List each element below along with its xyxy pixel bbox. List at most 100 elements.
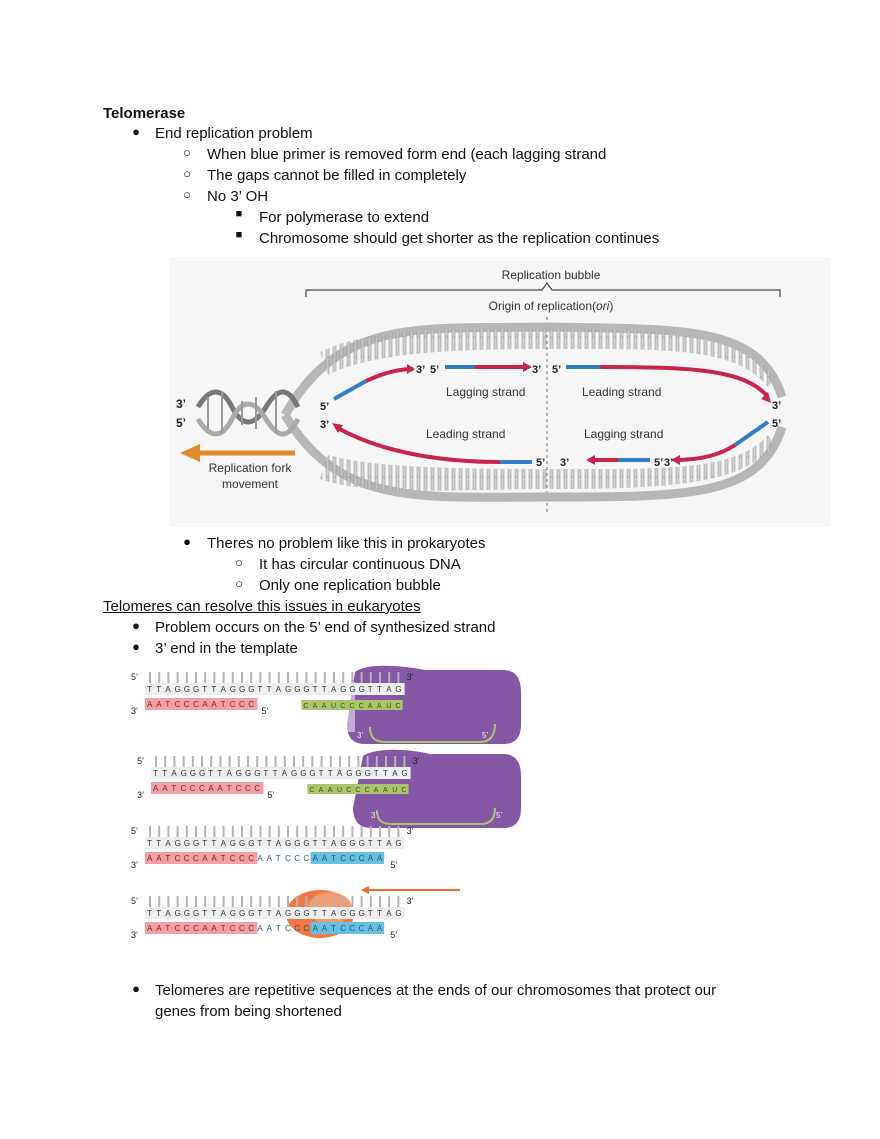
- svg-text:5’: 5’: [320, 401, 329, 413]
- base-letter: T: [147, 839, 152, 848]
- prime-label: 5’: [131, 672, 138, 682]
- fork-label-2: movement: [222, 477, 279, 491]
- base-letter: A: [208, 784, 214, 793]
- base-letter: T: [257, 839, 262, 848]
- top-strand: [145, 907, 405, 919]
- rna-primer: [310, 852, 385, 864]
- base-letter: C: [193, 700, 199, 709]
- base-letter: U: [392, 787, 397, 794]
- base-letter: G: [239, 685, 245, 694]
- base-letter: C: [349, 703, 354, 710]
- top-strand: [145, 683, 405, 695]
- enzyme-prime-label: 3’: [357, 731, 363, 740]
- base-letter: C: [359, 924, 365, 933]
- base-letter: T: [171, 784, 176, 793]
- base-letter: G: [239, 909, 245, 918]
- base-letter: G: [294, 685, 300, 694]
- base-letter: T: [267, 685, 272, 694]
- base-letter: G: [239, 839, 245, 848]
- base-letter: T: [221, 854, 226, 863]
- base-letter: C: [349, 924, 355, 933]
- bullet-for-polymerase: For polymerase to extend: [259, 209, 430, 226]
- base-letter: C: [184, 924, 190, 933]
- base-letter: A: [282, 769, 288, 778]
- bullet-square: ■: [235, 229, 243, 241]
- base-letter: C: [248, 700, 254, 709]
- base-letter: G: [340, 685, 346, 694]
- prime-label: 3’: [407, 896, 414, 906]
- base-letter: G: [181, 769, 187, 778]
- subheading: Telomeres can resolve this issues in euk…: [103, 598, 421, 615]
- base-letter: T: [147, 909, 152, 918]
- base-letter: G: [395, 839, 401, 848]
- base-letter: A: [217, 784, 223, 793]
- svg-text:3’: 3’: [176, 397, 186, 411]
- base-letter: G: [230, 909, 236, 918]
- base-letter: A: [276, 685, 282, 694]
- base-letter: A: [322, 854, 328, 863]
- base-letter: C: [359, 703, 364, 710]
- base-letter: T: [276, 854, 281, 863]
- base-letter: C: [230, 700, 236, 709]
- prime-label: 5’: [131, 826, 138, 836]
- svg-text:5’: 5’: [536, 457, 545, 469]
- base-letter: T: [331, 924, 336, 933]
- bullet-circle: ○: [183, 145, 191, 160]
- base-letter: G: [349, 839, 355, 848]
- base-letter: C: [254, 784, 260, 793]
- svg-text:3’: 3’: [532, 364, 541, 376]
- base-letter: G: [193, 909, 199, 918]
- base-letter: G: [401, 769, 407, 778]
- prime-label: 5’: [261, 706, 268, 716]
- bullet-shorter: Chromosome should get shorter as the rep…: [259, 230, 660, 247]
- prime-label: 5’: [131, 896, 138, 906]
- base-letter: A: [331, 909, 337, 918]
- base-letter: C: [184, 700, 190, 709]
- base-letter: T: [331, 854, 336, 863]
- base-letter: T: [156, 685, 161, 694]
- base-letter: T: [377, 909, 382, 918]
- base-letter: T: [267, 909, 272, 918]
- base-letter: T: [377, 685, 382, 694]
- base-letter: C: [199, 784, 205, 793]
- base-letter: T: [313, 839, 318, 848]
- base-letter: A: [331, 685, 337, 694]
- base-letter: T: [202, 839, 207, 848]
- base-letter: G: [199, 769, 205, 778]
- base-letter: A: [392, 769, 398, 778]
- prime-label: 5’: [390, 860, 397, 870]
- base-letter: C: [395, 703, 400, 710]
- base-letter: T: [267, 839, 272, 848]
- bullet-one-bubble: Only one replication bubble: [259, 577, 441, 594]
- newly-synthesized-strand: [145, 922, 258, 934]
- base-letter: G: [395, 909, 401, 918]
- base-letter: T: [156, 909, 161, 918]
- bullet-circle: ○: [235, 576, 243, 591]
- base-letter: T: [377, 839, 382, 848]
- base-letter: A: [257, 854, 263, 863]
- base-letter: G: [303, 685, 309, 694]
- base-letter: T: [257, 909, 262, 918]
- svg-text:5’: 5’: [430, 364, 439, 376]
- bullet-dot: ●: [132, 124, 140, 139]
- bullet-no-oh: No 3’ OH: [207, 188, 269, 205]
- base-letter: U: [337, 787, 342, 794]
- base-letter: A: [156, 924, 162, 933]
- base-letter: A: [147, 700, 153, 709]
- base-letter: C: [245, 784, 251, 793]
- origin-label: Origin of replication(ori): [489, 299, 614, 313]
- base-letter: T: [147, 685, 152, 694]
- base-letter: C: [193, 854, 199, 863]
- bullet-dot: ●: [132, 639, 140, 654]
- rna-template: [307, 784, 409, 794]
- base-letter: T: [368, 839, 373, 848]
- base-letter: A: [267, 854, 273, 863]
- base-letter: C: [365, 787, 370, 794]
- base-letter: T: [322, 839, 327, 848]
- bullet-three-prime: 3’ end in the template: [155, 640, 298, 657]
- base-letter: G: [359, 685, 365, 694]
- prime-label: 3’: [407, 826, 414, 836]
- base-letter: C: [230, 924, 236, 933]
